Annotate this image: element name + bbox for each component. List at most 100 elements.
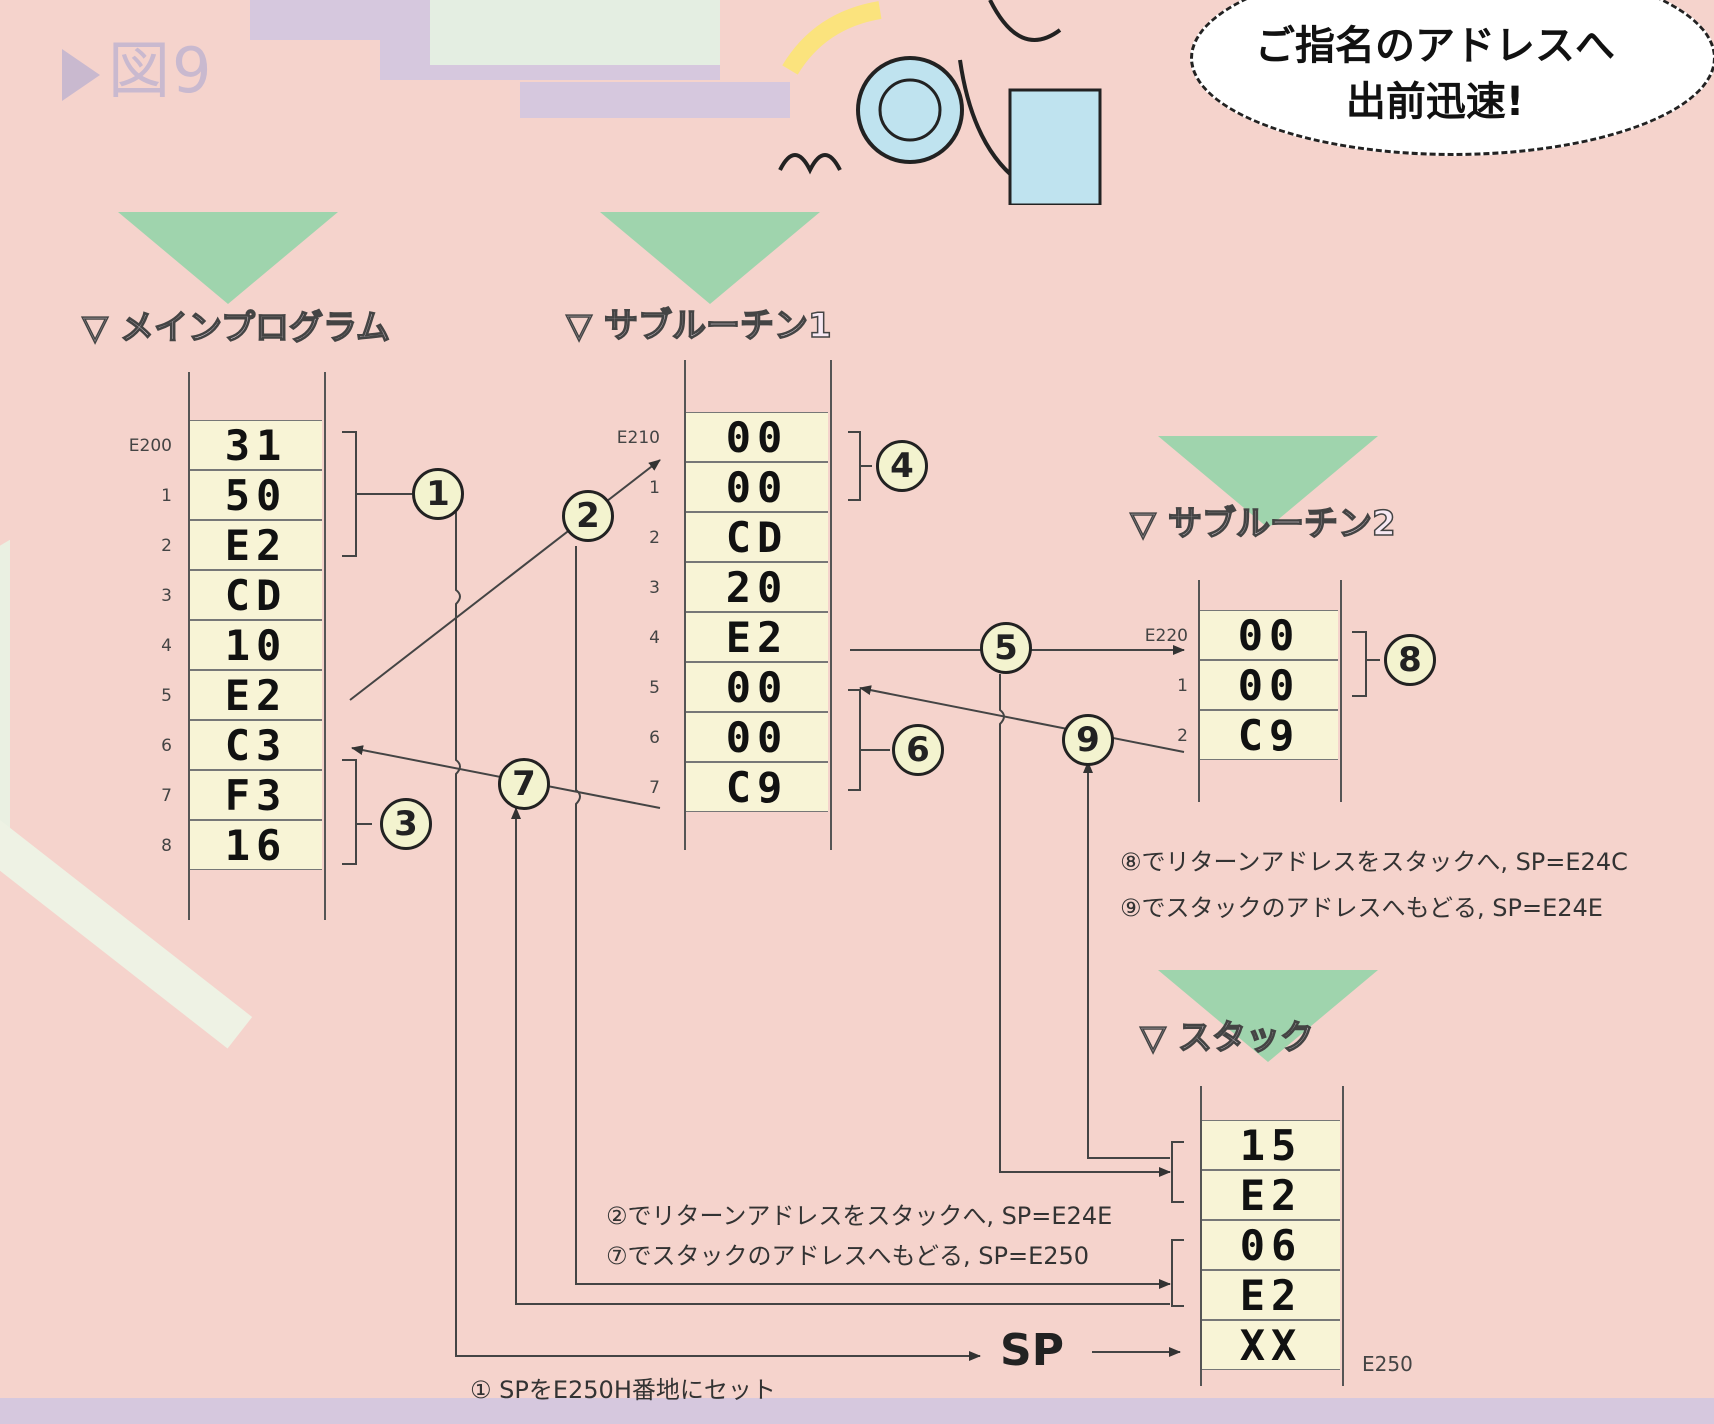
- subroutine1-header-triangle: [600, 212, 820, 304]
- subroutine2-column: [1198, 580, 1342, 802]
- figure-triangle-icon: [62, 48, 100, 101]
- bracket-1: [342, 431, 357, 557]
- subroutine1-cell: 00: [686, 412, 828, 462]
- main-program-column: [188, 372, 326, 920]
- top-deco-inner: [430, 0, 720, 65]
- subroutine2-address: 2: [1177, 726, 1188, 746]
- bracket-8: [1352, 631, 1367, 697]
- step-marker-9: 9: [1062, 714, 1114, 766]
- subroutine2-cell: 00: [1200, 610, 1338, 660]
- main-program-address: 1: [161, 486, 172, 506]
- subroutine1-address: 6: [649, 728, 660, 748]
- bottom-deco-band: [0, 1398, 1714, 1424]
- subroutine1-title-text: サブルーチン1: [603, 305, 832, 347]
- main-program-header-triangle: [118, 212, 338, 304]
- line-push-5: [999, 674, 1171, 1177]
- note-step-7: ⑦でスタックのアドレスへもどる, SP=E250: [606, 1242, 1090, 1270]
- step-marker-4: 4: [876, 440, 928, 492]
- subroutine1-title: ▽ サブルーチン1: [565, 305, 832, 347]
- main-program-title: ▽ メインプログラム: [81, 307, 390, 349]
- step-marker-5: 5: [980, 622, 1032, 674]
- figure-label: 図9: [62, 20, 213, 110]
- speech-line-1: ご指名のアドレスへ: [1255, 23, 1615, 69]
- step-marker-7: 7: [498, 758, 550, 810]
- note-step-9: ⑨でスタックのアドレスへもどる, SP=E24E: [1120, 894, 1603, 922]
- arrow-return-sub1: [859, 685, 1185, 753]
- subroutine1-cell: 00: [686, 462, 828, 512]
- main-program-cell: 50: [190, 470, 322, 520]
- main-program-address: 7: [161, 786, 172, 806]
- stack-bottom-address: E250: [1362, 1352, 1413, 1376]
- note-step-8: ⑧でリターンアドレスをスタックへ, SP=E24C: [1120, 848, 1628, 876]
- line-sp-set: [455, 512, 981, 1361]
- stack-cell: XX: [1202, 1320, 1340, 1370]
- main-program-address: 3: [161, 586, 172, 606]
- step-marker-6: 6: [892, 724, 944, 776]
- subroutine1-cell: C9: [686, 762, 828, 812]
- subroutine2-address: 1: [1177, 676, 1188, 696]
- main-program-address: 2: [161, 536, 172, 556]
- subroutine2-address: E220: [1144, 626, 1188, 646]
- main-program-address: 8: [161, 836, 172, 856]
- stack-header-triangle: [1158, 970, 1378, 1062]
- subroutine1-address: E210: [616, 428, 660, 448]
- cartoon-illustration: [760, 0, 1150, 207]
- main-program-cell: C3: [190, 720, 322, 770]
- subroutine1-address: 4: [649, 628, 660, 648]
- top-deco-band-right: [520, 82, 790, 118]
- note-step-1: ① SPをE250H番地にセット: [470, 1376, 776, 1404]
- subroutine2-cell: 00: [1200, 660, 1338, 710]
- main-program-cell: CD: [190, 570, 322, 620]
- subroutine1-cell: E2: [686, 612, 828, 662]
- main-program-title-text: メインプログラム: [119, 307, 390, 349]
- step-marker-1: 1: [412, 468, 464, 520]
- figure-label-text: 図9: [108, 34, 214, 107]
- subroutine2-cell: C9: [1200, 710, 1338, 760]
- stack-cell: 15: [1202, 1120, 1340, 1170]
- speech-bubble: [1190, 0, 1714, 156]
- bracket-4: [848, 431, 861, 501]
- speech-line-2: 出前迅速!: [1345, 79, 1525, 125]
- stack-cell: E2: [1202, 1270, 1340, 1320]
- main-program-address: 5: [161, 686, 172, 706]
- main-program-cell: E2: [190, 670, 322, 720]
- speech-bubble-text: ご指名のアドレスへ 出前迅速!: [1245, 18, 1625, 130]
- step-marker-3: 3: [380, 798, 432, 850]
- subroutine1-address: 2: [649, 528, 660, 548]
- main-program-cell: F3: [190, 770, 322, 820]
- main-program-address: E200: [128, 436, 172, 456]
- stack-title-text: スタック: [1177, 1017, 1315, 1059]
- bracket-3: [342, 759, 357, 865]
- step-marker-2: 2: [562, 490, 614, 542]
- subroutine2-title-text: サブルーチン2: [1167, 503, 1396, 545]
- step-marker-8: 8: [1384, 634, 1436, 686]
- subroutine1-cell: CD: [686, 512, 828, 562]
- main-program-address: 4: [161, 636, 172, 656]
- subroutine1-address: 7: [649, 778, 660, 798]
- line-pop-9: [1083, 761, 1170, 1159]
- stack-column: [1200, 1086, 1344, 1386]
- subroutine1-address: 3: [649, 578, 660, 598]
- main-program-address: 6: [161, 736, 172, 756]
- subroutine2-title: ▽ サブルーチン2: [1129, 503, 1396, 545]
- line-push-2: [575, 546, 1171, 1289]
- subroutine1-cell: 20: [686, 562, 828, 612]
- subroutine1-address: 5: [649, 678, 660, 698]
- stack-cell: 06: [1202, 1220, 1340, 1270]
- main-program-cell: 10: [190, 620, 322, 670]
- bracket-6: [848, 689, 861, 791]
- bracket-stack-top: [1171, 1141, 1184, 1203]
- subroutine1-address: 1: [649, 478, 660, 498]
- sp-label: SP: [1000, 1325, 1064, 1376]
- stack-cell: E2: [1202, 1170, 1340, 1220]
- main-program-cell: 16: [190, 820, 322, 870]
- note-step-2: ②でリターンアドレスをスタックへ, SP=E24E: [606, 1202, 1113, 1230]
- subroutine2-header-triangle: [1158, 436, 1378, 528]
- main-program-cell: 31: [190, 420, 322, 470]
- subroutine1-cell: 00: [686, 712, 828, 762]
- subroutine1-cell: 00: [686, 662, 828, 712]
- stack-title: ▽ スタック: [1139, 1017, 1315, 1059]
- arrow-call-sub1: [349, 459, 661, 701]
- bracket-stack-mid: [1171, 1239, 1184, 1307]
